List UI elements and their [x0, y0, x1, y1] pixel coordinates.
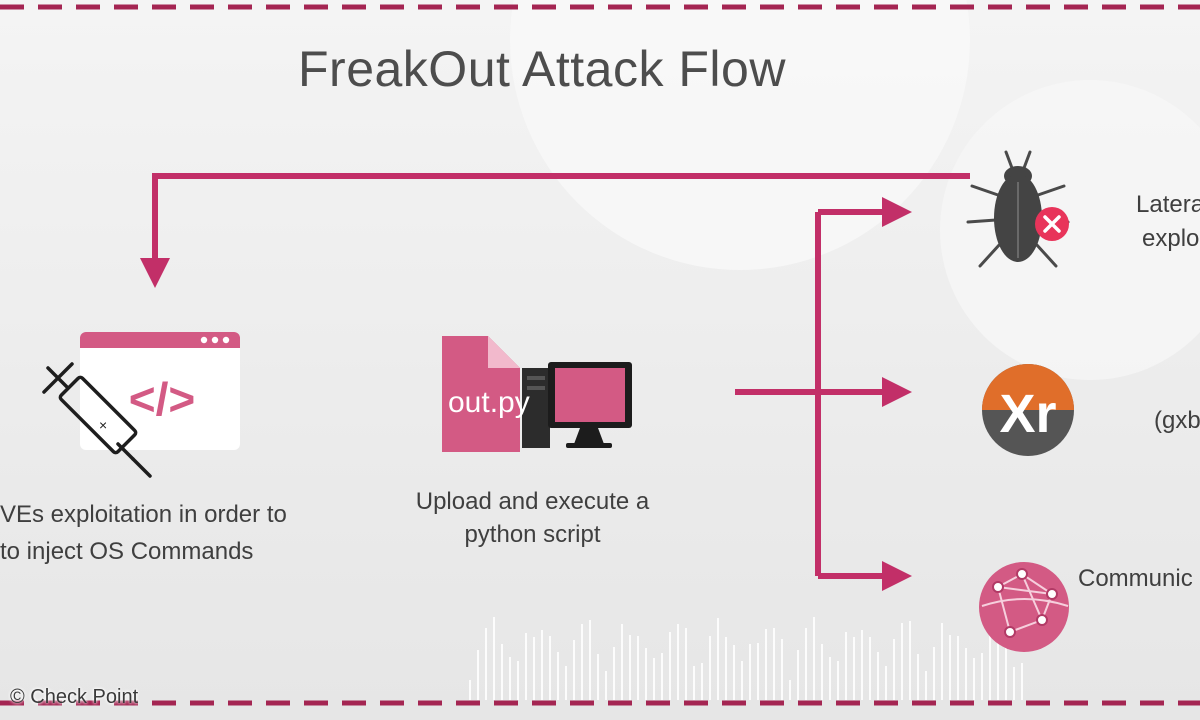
return-arrow	[140, 173, 970, 288]
page-title: FreakOut Attack Flow	[298, 41, 786, 97]
inject-step-label-line2: to inject OS Commands	[0, 538, 254, 565]
script-file-label: out.py	[448, 386, 530, 419]
svg-text:Xr: Xr	[999, 384, 1056, 444]
python-script-computer-icon: out.py	[442, 336, 632, 452]
syringe-code-window-icon: </> ×	[42, 332, 240, 478]
outcome-miner-label: (gxb	[1154, 407, 1200, 434]
outcome-communication-label: Communic	[1078, 565, 1193, 592]
flow-connectors	[140, 173, 970, 591]
svg-text:×: ×	[99, 417, 107, 433]
network-globe-icon	[979, 562, 1069, 652]
outcome-lateral-label-line2: explo	[1142, 225, 1200, 252]
svg-text:</>: </>	[129, 373, 196, 425]
outcome-lateral-label-line1: Latera	[1136, 191, 1200, 218]
xmrig-logo-icon: Xr	[982, 364, 1074, 456]
upload-step-label-line2: python script	[464, 521, 601, 548]
upload-step-label-line1: Upload and execute a	[415, 488, 650, 515]
bug-icon	[966, 150, 1070, 268]
inject-step-label-line1: VEs exploitation in order to	[0, 501, 287, 528]
copyright-credit: © Check Point	[10, 686, 139, 708]
